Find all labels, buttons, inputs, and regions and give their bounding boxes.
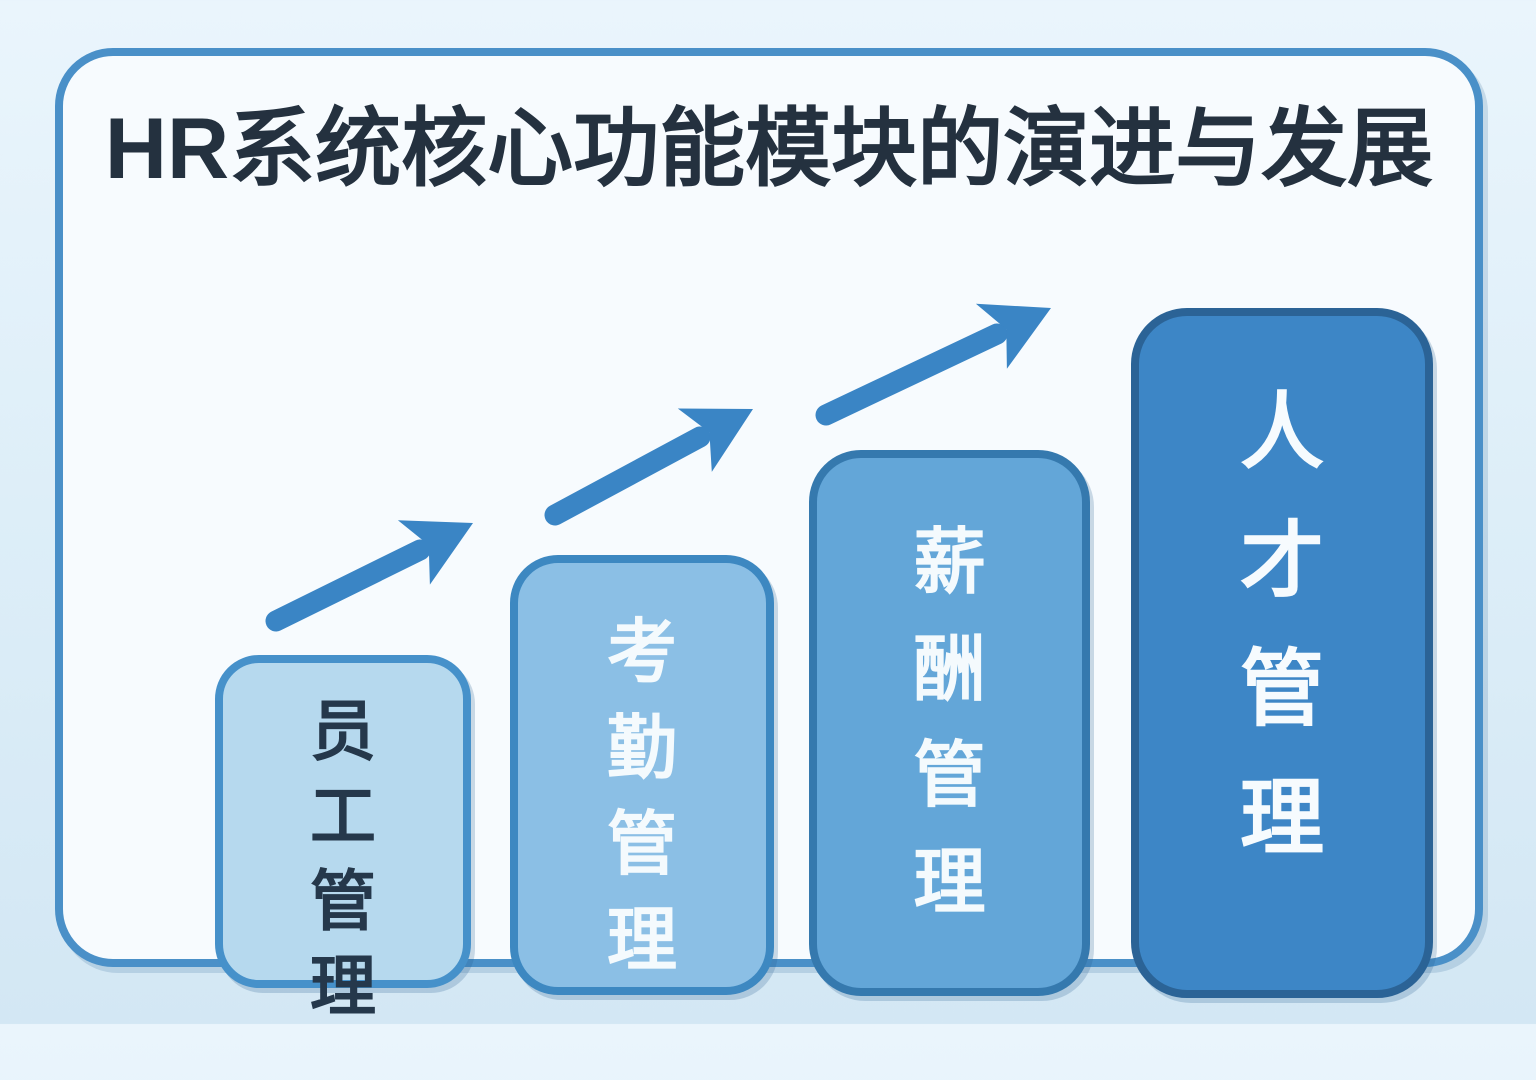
growth-arrow-icon [265,520,473,632]
growth-arrow-icon [815,303,1051,426]
module-bar-compensation-management: 薪酬管理 [809,450,1090,996]
main-card: HR系统核心功能模块的演进与发展 员工管理 考勤管理 薪酬管理 [55,48,1483,1023]
infographic-canvas: HR系统核心功能模块的演进与发展 员工管理 考勤管理 薪酬管理 [55,48,1483,1023]
module-label: 人才管理 [1239,385,1324,865]
module-bar-attendance-management: 考勤管理 [510,555,774,995]
module-label: 薪酬管理 [913,523,986,923]
module-label: 员工管理 [310,694,376,1024]
module-label: 考勤管理 [607,613,677,979]
page-title: HR系统核心功能模块的演进与发展 [104,101,1434,197]
growth-arrow-icon [544,408,753,526]
module-bar-employee-management: 员工管理 [215,655,471,1023]
module-bar-talent-management: 人才管理 [1131,308,1433,998]
